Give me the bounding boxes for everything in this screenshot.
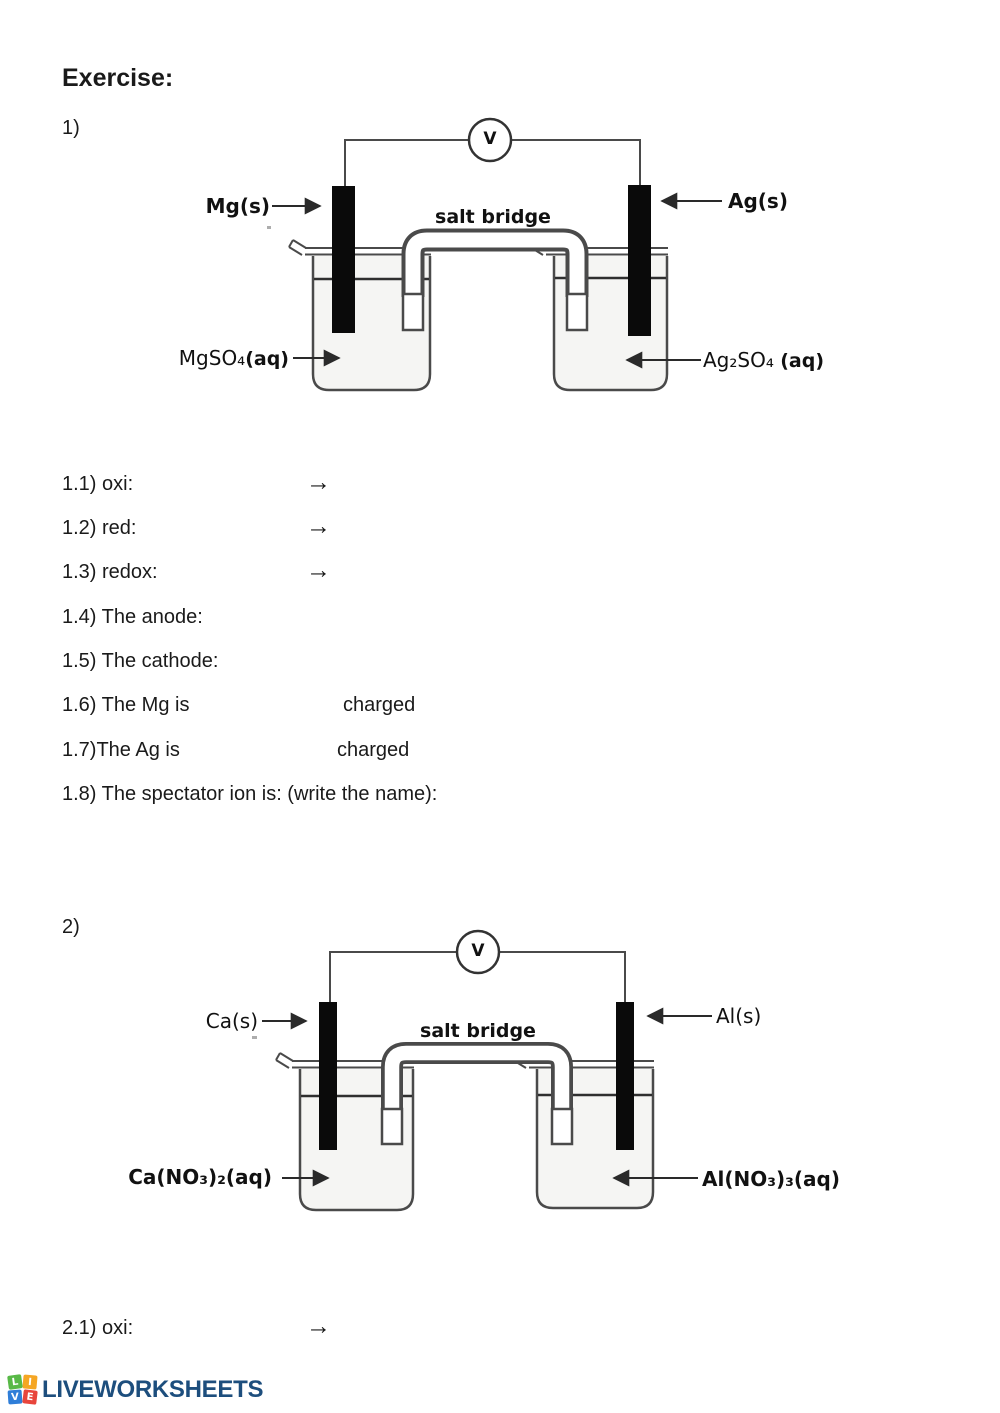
yields-arrow: → xyxy=(306,468,331,496)
question-row-1-4: 1.4) The anode: xyxy=(0,605,1000,629)
question-label: 1.4) The anode: xyxy=(62,606,203,628)
logo-tile: L xyxy=(7,1374,23,1390)
liveworksheets-tiles-icon: L I V E xyxy=(7,1374,38,1405)
salt-bridge-tube-1 xyxy=(401,228,589,332)
electrode-ag xyxy=(628,185,651,336)
beaker-spout xyxy=(275,1052,294,1069)
electrode-label-al: Al(s) xyxy=(716,1004,762,1028)
electrode-label-mg: Mg(s) xyxy=(205,194,270,218)
solution-state: (aq) xyxy=(780,350,825,372)
salt-bridge-plug xyxy=(565,292,589,332)
salt-bridge-label-2: salt bridge xyxy=(420,1020,536,1042)
brand-wordmark: LIVEWORKSHEETS xyxy=(42,1376,264,1403)
yields-arrow: → xyxy=(306,512,331,540)
solution-label-cano3: Ca(NO₃)₂(aq) xyxy=(128,1165,272,1189)
solution-formula: Ag₂SO₄ xyxy=(703,348,781,372)
solution-label-ag2so4: Ag₂SO₄ (aq) xyxy=(703,347,824,374)
stray-mark xyxy=(267,226,271,229)
voltmeter-label-1: V xyxy=(483,129,497,150)
voltmeter-dial xyxy=(467,117,513,163)
yields-arrow: → xyxy=(306,1312,331,1340)
logo-tile: I xyxy=(22,1374,38,1390)
question-label: 1.1) oxi: xyxy=(62,473,134,495)
salt-bridge-plug xyxy=(401,292,425,332)
circuit-wire xyxy=(329,951,626,1002)
stray-mark xyxy=(252,1036,257,1039)
question-label: 1.2) red: xyxy=(62,517,137,539)
solution-label-alno3: Al(NO₃)₃(aq) xyxy=(702,1167,840,1191)
solution-formula: MgSO₄ xyxy=(178,346,246,370)
electrode-label-ca: Ca(s) xyxy=(205,1009,258,1033)
voltmeter-dial xyxy=(455,929,501,975)
solution-state: (aq) xyxy=(245,348,289,370)
salt-bridge-plug xyxy=(380,1107,404,1146)
liveworksheets-logo[interactable]: L I V E LIVEWORKSHEETS xyxy=(7,1374,264,1405)
section-1-number: 1) xyxy=(62,117,80,139)
electrode-label-ag: Ag(s) xyxy=(728,189,788,213)
question-row-2-1: 2.1) oxi: → xyxy=(0,1312,1000,1340)
voltmeter-label-2: V xyxy=(471,941,485,962)
question-row-1-7: 1.7)The Ag is charged xyxy=(0,738,1000,762)
question-extra-word: charged xyxy=(337,739,410,761)
question-row-1-5: 1.5) The cathode: xyxy=(0,649,1000,673)
cell-diagram-2 xyxy=(252,929,712,1212)
section-2-number: 2) xyxy=(62,916,80,938)
yields-arrow: → xyxy=(306,556,331,584)
solution-label-mgso4: MgSO₄(aq) xyxy=(120,345,289,372)
electrode-mg xyxy=(332,186,355,333)
beaker-spout xyxy=(288,239,307,256)
question-label: 1.3) redox: xyxy=(62,561,158,583)
electrode-al xyxy=(616,1002,634,1150)
electrode-ca xyxy=(319,1002,337,1150)
question-label: 1.7)The Ag is xyxy=(62,739,180,761)
question-label: 1.5) The cathode: xyxy=(62,650,219,672)
logo-tile: E xyxy=(22,1389,38,1405)
page-title: Exercise: xyxy=(62,64,174,92)
question-row-1-3: 1.3) redox: → xyxy=(0,556,1000,584)
salt-bridge-tube-2 xyxy=(380,1042,574,1146)
question-extra-word: charged xyxy=(343,694,416,716)
salt-bridge-plug xyxy=(550,1107,574,1146)
question-label: 1.8) The spectator ion is: (write the na… xyxy=(62,783,438,805)
circuit-wire xyxy=(344,139,641,186)
question-row-1-6: 1.6) The Mg is charged xyxy=(0,693,1000,717)
question-label: 2.1) oxi: xyxy=(62,1317,134,1339)
salt-bridge-label-1: salt bridge xyxy=(435,206,551,228)
question-row-1-8: 1.8) The spectator ion is: (write the na… xyxy=(0,782,1000,806)
cell-diagram-1 xyxy=(267,117,722,392)
question-label: 1.6) The Mg is xyxy=(62,694,190,716)
question-row-1-1: 1.1) oxi: → xyxy=(0,468,1000,496)
logo-tile: V xyxy=(7,1389,23,1405)
question-row-1-2: 1.2) red: → xyxy=(0,512,1000,540)
